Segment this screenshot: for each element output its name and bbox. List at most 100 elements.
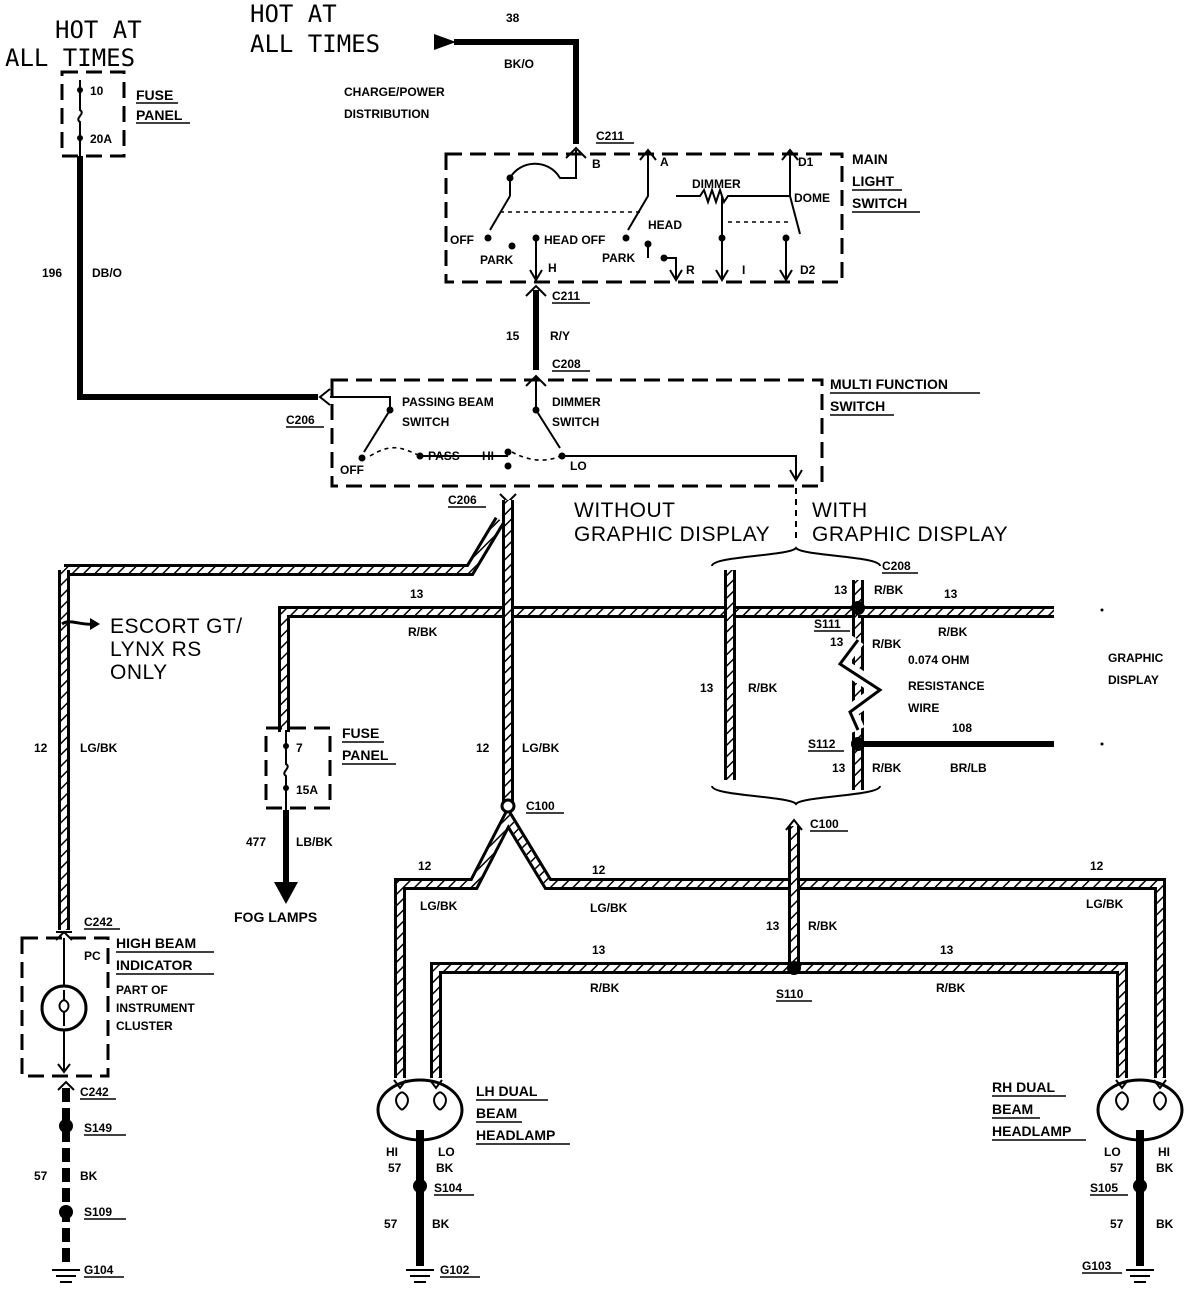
lh-circuit-57b: 57 (384, 1217, 398, 1231)
c100-left: C100 (526, 799, 555, 813)
resistance-label: 0.074 OHM (908, 653, 969, 667)
splice-s111: S111 (814, 617, 841, 631)
multi-switch-title: MULTI FUNCTION (830, 376, 948, 392)
charge-power-label: CHARGE/POWER (344, 85, 445, 99)
color-rbk-g: R/BK (936, 981, 966, 995)
main-switch-title: MAIN (852, 151, 888, 167)
graphic-display-label-2: DISPLAY (1108, 673, 1159, 687)
indicator-title: HIGH BEAM (116, 935, 196, 951)
head-label: HEAD (648, 218, 682, 232)
circuit-57-ind: 57 (34, 1169, 48, 1183)
fog-lamps-label: FOG LAMPS (234, 909, 317, 925)
with-graphic-label: WITH (812, 499, 868, 522)
circuit-13b: 13 (944, 587, 958, 601)
multi-switch-title-2: SWITCH (830, 398, 885, 414)
c211-top: C211 (596, 129, 624, 143)
escort-note-3: ONLY (110, 661, 168, 684)
wire-38 (454, 39, 579, 144)
circuit-13-top: 13 (410, 587, 424, 601)
color-rbk-e: R/BK (808, 919, 838, 933)
color-rbk-c: R/BK (872, 637, 902, 651)
main-switch-title-2: LIGHT (852, 173, 894, 189)
rh-circuit-57b: 57 (1110, 1217, 1124, 1231)
circuit-196: 196 (42, 266, 62, 280)
splice-s110-icon (787, 961, 801, 975)
fuse-low-label: FUSE (342, 725, 379, 741)
c211-bottom: C211 (552, 289, 580, 303)
color-brlb: BR/LB (950, 761, 987, 775)
color-bko: BK/O (504, 57, 534, 71)
dimmer-switch-label-2: SWITCH (552, 415, 599, 429)
rh-title: RH DUAL (992, 1079, 1055, 1095)
color-dbo: DB/O (92, 266, 122, 280)
fuse-low-label-2: PANEL (342, 747, 389, 763)
indicator-bulb-icon (40, 984, 88, 1032)
circuit-477: 477 (246, 835, 266, 849)
rh-title-2: BEAM (992, 1101, 1033, 1117)
indicator-note-2: INSTRUMENT (116, 1001, 195, 1015)
fuse-low-amp: 15A (296, 783, 318, 797)
dimmer-switch-label: DIMMER (552, 395, 601, 409)
distribution-label: DISTRIBUTION (344, 107, 429, 121)
wire-196 (77, 156, 318, 400)
rh-color-bk-a: BK (1156, 1161, 1174, 1175)
color-rbk-f: R/BK (590, 981, 620, 995)
c208-top: C208 (552, 357, 581, 371)
circuit-13c: 13 (830, 635, 844, 649)
color-lgbk-b: LG/BK (590, 901, 628, 915)
color-rbk-bypass: R/BK (748, 681, 778, 695)
color-rbk-top: R/BK (408, 625, 438, 639)
circuit-13a: 13 (834, 583, 848, 597)
indicator-title-2: INDICATOR (116, 957, 192, 973)
splice-s111-icon (851, 601, 865, 615)
c242-top: C242 (84, 915, 113, 929)
escort-note: ESCORT GT/ (110, 615, 243, 638)
splice-s112: S112 (808, 737, 836, 751)
hot-label-left: HOT AT (55, 16, 142, 44)
pin-b: B (592, 157, 601, 171)
c206-bottom: C206 (448, 493, 477, 507)
fuse-panel-top (60, 70, 126, 158)
ground-g104-icon (52, 1269, 80, 1283)
with-graphic-label-2: GRAPHIC DISPLAY (812, 523, 1008, 546)
ground-g102: G102 (440, 1263, 470, 1277)
escort-note-2: LYNX RS (110, 638, 202, 661)
rh-lo: LO (1104, 1145, 1121, 1159)
circuit-38: 38 (506, 11, 520, 25)
color-lgbk-c: LG/BK (1086, 897, 1124, 911)
fuse-top-num: 10 (90, 84, 104, 98)
hi-pos-label: HI (482, 449, 494, 463)
splice-s149: S149 (84, 1121, 112, 1135)
splice-s110: S110 (776, 987, 804, 1001)
lh-title-2: BEAM (476, 1105, 517, 1121)
indicator-note: PART OF (116, 983, 168, 997)
lh-circuit-57a: 57 (388, 1161, 402, 1175)
pin-r: R (686, 263, 695, 277)
c100-left-icon (500, 798, 516, 814)
fuse-element-icon (77, 80, 83, 156)
fuse-panel-lower (264, 726, 332, 810)
splice-s112-icon (851, 737, 865, 751)
pin-h: H (548, 261, 557, 275)
ground-g104: G104 (84, 1263, 114, 1277)
hot-label-center: HOT AT (250, 0, 337, 28)
c242-bottom: C242 (80, 1085, 109, 1099)
resistance-wire-icon (837, 639, 883, 731)
circuit-13d: 13 (832, 761, 846, 775)
hatched-wires (58, 500, 1166, 1078)
head-off-label: HEAD OFF (544, 233, 605, 247)
fuse-top-amp: 20A (90, 132, 112, 146)
dimmer-label: DIMMER (692, 177, 741, 191)
lo-pos-label: LO (570, 459, 587, 473)
color-lbbk: LB/BK (296, 835, 333, 849)
ground-g102-icon (406, 1269, 434, 1283)
splice-s109: S109 (84, 1205, 112, 1219)
high-beam-indicator-box (20, 936, 110, 1078)
color-rbk-d: R/BK (872, 761, 902, 775)
off-pos-label: OFF (340, 463, 364, 477)
circuit-12c: 12 (1090, 859, 1104, 873)
resistance-label-2: RESISTANCE (908, 679, 984, 693)
pc-label: PC (84, 949, 101, 963)
lh-color-bk-a: BK (436, 1161, 454, 1175)
